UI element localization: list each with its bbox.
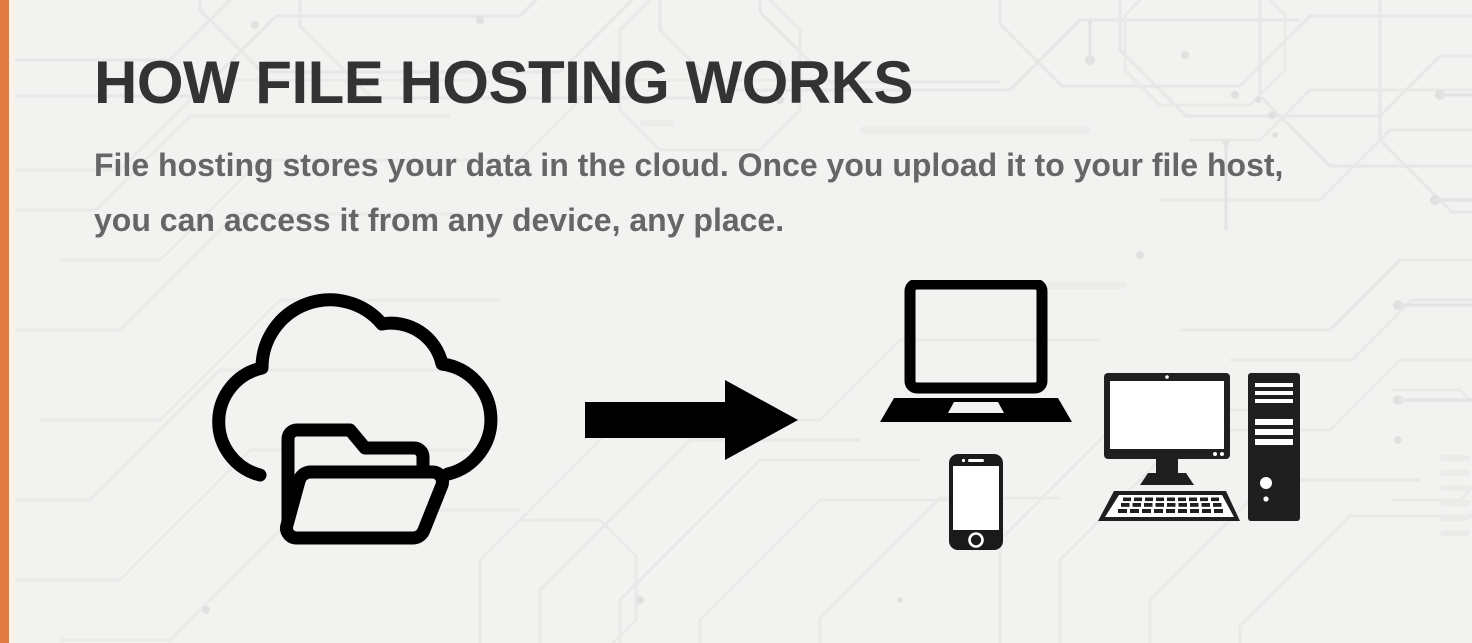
- tower-icon: [1248, 373, 1300, 521]
- right-arrow-icon: [585, 380, 800, 460]
- graphics-row: [0, 270, 1472, 590]
- left-accent-bar-tint: [9, 0, 15, 643]
- cloud-folder-icon: [200, 280, 510, 560]
- desktop-computer-icon: [1098, 373, 1308, 528]
- page-subtitle: File hosting stores your data in the clo…: [94, 147, 1284, 238]
- keyboard-icon: [1098, 491, 1240, 521]
- monitor-icon: [1104, 373, 1230, 485]
- page-title: HOW FILE HOSTING WORKS: [94, 49, 913, 116]
- text-block: HOW FILE HOSTING WORKS File hosting stor…: [94, 50, 1374, 248]
- laptop-icon: [880, 280, 1072, 425]
- left-accent-bar: [0, 0, 9, 643]
- smartphone-icon: [949, 454, 1003, 550]
